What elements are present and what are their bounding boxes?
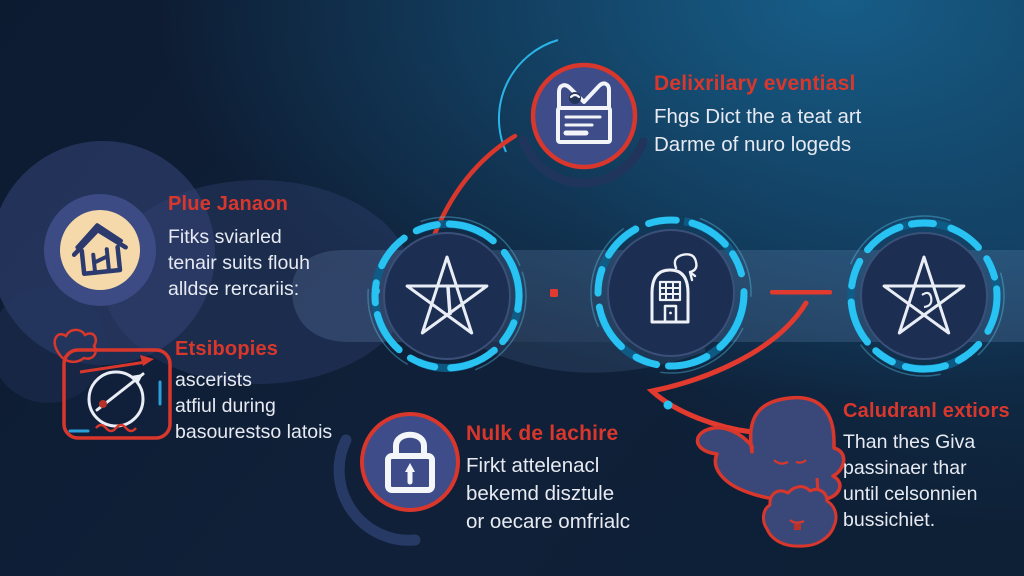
section-line: passinaer thar (843, 457, 967, 479)
cat-blob-icon (53, 328, 98, 364)
section-line: Than thes Giva (843, 431, 976, 453)
section-line: atfiul during (175, 395, 276, 417)
open-envelope-icon (556, 81, 612, 144)
timeline-node-1 (367, 216, 527, 376)
section-plue-janaon: Plue Janaon Fitks sviarled tenair suits … (168, 193, 310, 302)
hat-shapes-icon (695, 395, 846, 548)
section-line: Darme of nuro logeds (654, 133, 852, 156)
section-line: Firkt attelenacl (466, 454, 600, 477)
section-line: ascerists (175, 369, 252, 391)
section-line: basourestso latois (175, 421, 333, 443)
timeline-node-3 (843, 215, 1005, 377)
house-badge (44, 194, 156, 306)
connector-swoosh (646, 300, 809, 435)
section-line: Fhgs Dict the a teat art (654, 105, 862, 128)
star-icon (882, 255, 966, 335)
section-line: or oecare omfrialc (466, 510, 631, 533)
section-line: until celsonnien (843, 483, 978, 505)
envelope-dark-arc (518, 135, 648, 188)
section-line: tenair suits flouh (168, 252, 310, 274)
padlock-arc (333, 434, 421, 546)
section-heading: Plue Janaon (168, 193, 289, 215)
house-icon (71, 223, 128, 277)
section-line: Fitks sviarled (168, 226, 282, 248)
star-icon (405, 255, 489, 335)
node-2-dot (663, 400, 673, 410)
hat-icon (695, 395, 846, 503)
section-heading: Delixrilary eventiasl (654, 72, 856, 95)
section-heading: Etsibopies (175, 338, 279, 360)
connector-line (770, 290, 832, 295)
bg-blob-left-2 (103, 180, 413, 384)
bg-blob-left-3 (0, 287, 106, 403)
section-caludranl-extiors: Caludranl extiors Than thes Giva passina… (843, 400, 1010, 533)
section-nulk-de-lachire: Nulk de lachire Firkt attelenacl bekemd … (466, 422, 630, 536)
timeline-node-2 (590, 212, 752, 410)
padlock-badge (333, 412, 460, 546)
envelope-badge (530, 62, 638, 170)
section-line: bussichiet. (843, 509, 936, 531)
building-key-icon (650, 253, 698, 324)
section-line: alldse rercariis: (168, 278, 300, 300)
mask-icon (761, 485, 838, 548)
section-line: bekemd disztule (466, 482, 615, 505)
section-heading: Caludranl extiors (843, 400, 1010, 422)
section-etsibopies: Etsibopies ascerists atfiul during basou… (175, 338, 332, 445)
section-auxiliary-event: Delixrilary eventiasl Fhgs Dict the a te… (654, 72, 861, 159)
node-1-dot (372, 287, 380, 295)
envelope-cyan-arc (497, 39, 559, 153)
padlock-icon (385, 431, 435, 493)
compass-plane-icon (53, 328, 172, 440)
connector-dot (550, 289, 558, 297)
section-heading: Nulk de lachire (466, 422, 619, 445)
